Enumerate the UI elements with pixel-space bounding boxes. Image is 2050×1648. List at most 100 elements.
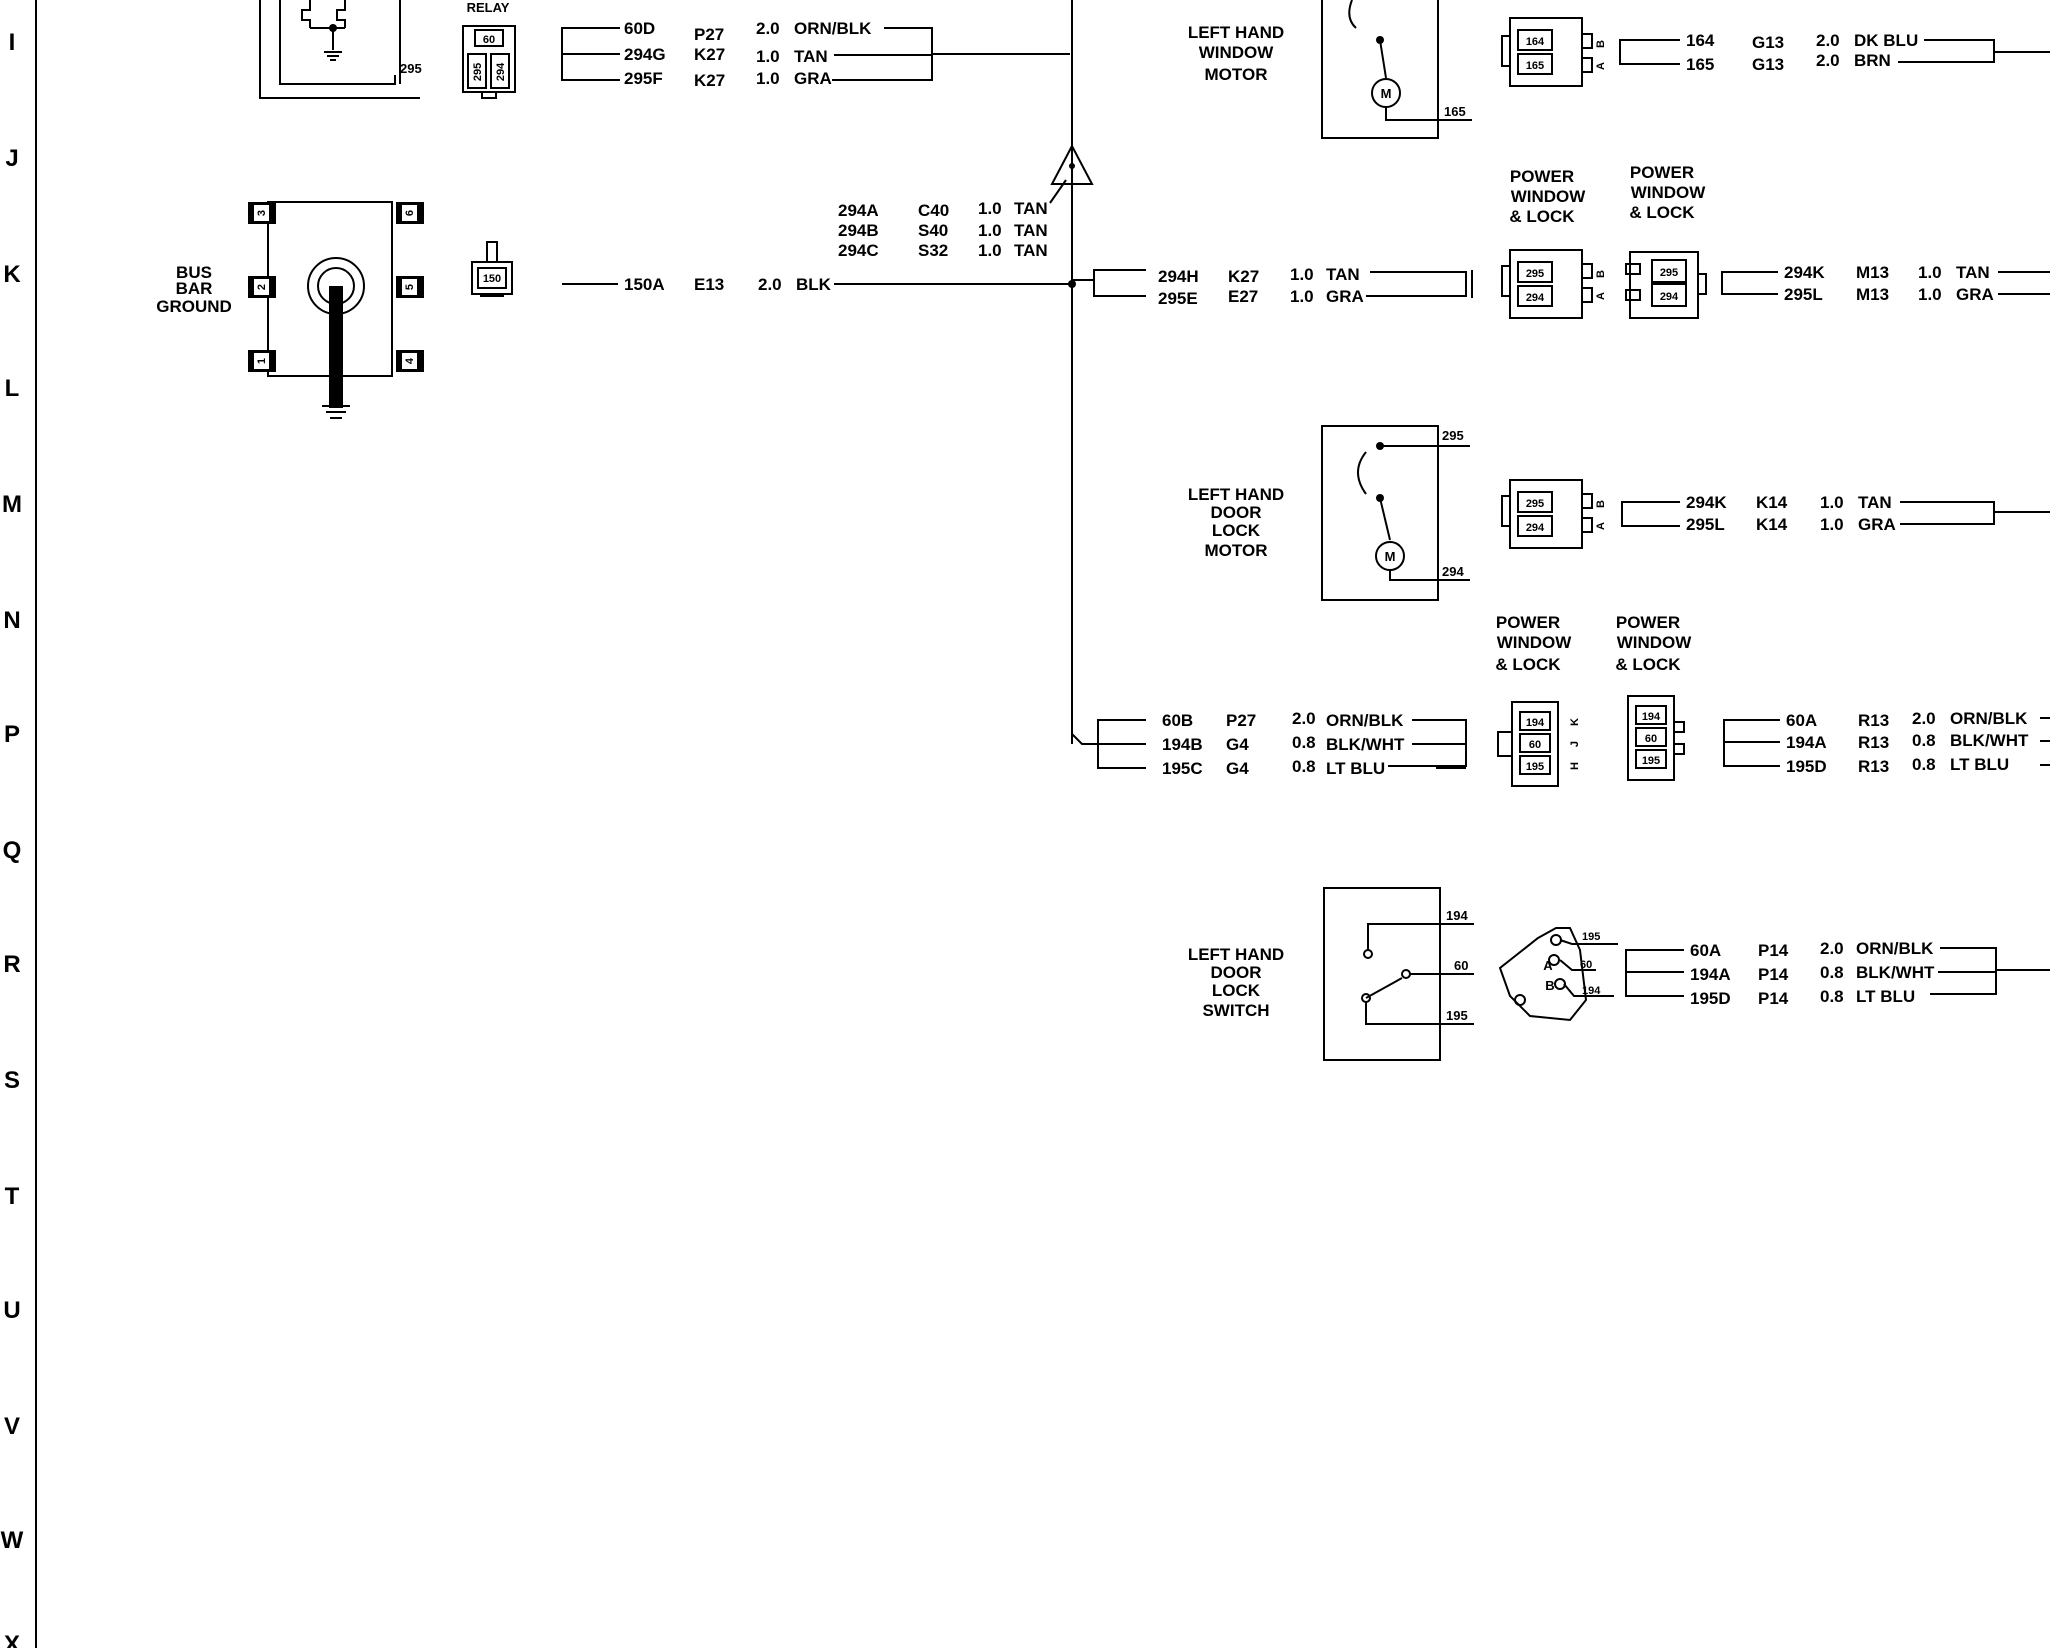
wire-gauge: 1.0 xyxy=(1290,287,1314,306)
pw2-connector: 194 60 195 K J H xyxy=(1497,701,1581,787)
row-label: M xyxy=(2,491,22,518)
wire-gauge: 1.0 xyxy=(1918,285,1942,304)
wire-location: K14 xyxy=(1756,515,1788,534)
component-label: POWER xyxy=(1630,163,1694,182)
wire-location: P14 xyxy=(1758,989,1789,1008)
wire-circuit: 164 xyxy=(1686,31,1715,50)
row-label: U xyxy=(3,1297,20,1324)
pw2-right-wire: 195D R13 0.8 LT BLU xyxy=(1786,755,2009,776)
bus-bar-ground: BUS BAR GROUND 3 6 2 5 1 4 xyxy=(156,201,1072,419)
wire-gauge: 2.0 xyxy=(756,19,780,38)
wire-circuit: 294K xyxy=(1784,263,1825,282)
component-label: POWER xyxy=(1496,613,1560,632)
wire-location: S32 xyxy=(918,241,948,260)
component-label: MOTOR xyxy=(1205,541,1268,560)
wire-color: TAN xyxy=(794,47,828,66)
row-label: R xyxy=(3,951,20,978)
connector-pin: 150 xyxy=(483,273,501,285)
wire-color: TAN xyxy=(1326,265,1360,284)
component-label: WINDOW xyxy=(1199,43,1275,62)
wire-color: TAN xyxy=(1014,199,1048,218)
wire-color: ORN/BLK xyxy=(794,19,872,38)
bus-bar-terminal: 5 xyxy=(404,284,416,290)
door-lock-motor-wire: 294K K14 1.0 TAN xyxy=(1686,493,1892,512)
pw2-right-wire: 60A R13 2.0 ORN/BLK xyxy=(1786,709,2028,730)
wire-gauge: 2.0 xyxy=(1816,31,1840,50)
row-label: V xyxy=(4,1413,20,1440)
power-window-lock-1: POWER WINDOW & LOCK POWER WINDOW & LOCK … xyxy=(1072,163,2050,319)
connector-letter: A xyxy=(1543,958,1553,973)
row-label: K xyxy=(3,261,21,288)
splice-wire: 294B S40 1.0 TAN xyxy=(838,221,1048,240)
component-label: POWER xyxy=(1616,613,1680,632)
wire-gauge: 1.0 xyxy=(1918,263,1942,282)
connector-letter: B xyxy=(1595,270,1607,278)
wire-location: P27 xyxy=(1226,711,1256,730)
wire-gauge: 0.8 xyxy=(1820,987,1844,1006)
relay-wire: 294G K27 1.0 TAN xyxy=(624,45,828,66)
ground-connector: 150 xyxy=(471,241,513,297)
bus-bar-terminal: 1 xyxy=(256,358,268,364)
wire-gauge: 0.8 xyxy=(1292,733,1316,752)
wire-circuit: 194A xyxy=(1786,733,1827,752)
connector-pin: 295 xyxy=(1526,498,1544,510)
wire-color: ORN/BLK xyxy=(1326,711,1404,730)
relay-wire: 295F K27 1.0 GRA xyxy=(624,69,832,90)
pw2-left-wire: 195C G4 0.8 LT BLU xyxy=(1162,757,1385,778)
wire-color: TAN xyxy=(1014,221,1048,240)
relay-pin-label: 295 xyxy=(472,63,484,81)
wire-color: TAN xyxy=(1014,241,1048,260)
wire-circuit: 194A xyxy=(1690,965,1731,984)
wire-circuit: 150A xyxy=(624,275,665,294)
wire-gauge: 2.0 xyxy=(1912,709,1936,728)
switch-connector: A B 195 60 194 xyxy=(1498,927,1618,1022)
wire-color: LT BLU xyxy=(1856,987,1915,1006)
relay-connector: 60 295 294 xyxy=(462,25,516,99)
window-motor-wire: 165 G13 2.0 BRN xyxy=(1686,51,1891,74)
door-lock-switch: LEFT HAND DOOR LOCK SWITCH 194 60 195 A … xyxy=(1188,887,2050,1061)
pw1-right-wire: 295L M13 1.0 GRA xyxy=(1784,285,1994,304)
wire-gauge: 2.0 xyxy=(758,275,782,294)
wire-color: GRA xyxy=(1326,287,1364,306)
relay-label: RELAY xyxy=(467,0,510,15)
row-label: S xyxy=(4,1067,20,1094)
wire-color: GRA xyxy=(794,69,832,88)
wire-color: TAN xyxy=(1956,263,1990,282)
connector-letter: B xyxy=(1595,40,1607,48)
wire-location: M13 xyxy=(1856,285,1889,304)
component-label: & LOCK xyxy=(1615,655,1681,674)
wire-gauge: 1.0 xyxy=(978,199,1002,218)
component-label: SWITCH xyxy=(1202,1001,1269,1020)
wire-gauge: 1.0 xyxy=(1820,515,1844,534)
pw1-connector: 295 294 B A xyxy=(1501,249,1607,319)
motor-icon: M xyxy=(1385,549,1396,564)
wire-location: E27 xyxy=(1228,287,1258,306)
wire-circuit: 295L xyxy=(1784,285,1823,304)
wire-circuit: 295E xyxy=(1158,289,1198,308)
connector-pin: 194 xyxy=(1582,985,1601,997)
wire-color: BLK xyxy=(796,275,832,294)
switch-pin-label: 195 xyxy=(1446,1008,1468,1023)
wire-color: LT BLU xyxy=(1326,759,1385,778)
connector-letter: B xyxy=(1545,978,1554,993)
component-label: POWER xyxy=(1510,167,1574,186)
wire-circuit: 295F xyxy=(624,69,663,88)
wire-circuit: 195D xyxy=(1690,989,1731,1008)
connector-pin: 295 xyxy=(1660,267,1678,279)
component-label: MOTOR xyxy=(1205,65,1268,84)
door-lock-motor: LEFT HAND DOOR LOCK MOTOR 295 M 294 295 … xyxy=(1188,425,2050,601)
wire-color: LT BLU xyxy=(1950,755,2009,774)
ground-wire: 150A E13 2.0 BLK xyxy=(624,275,832,294)
wire-gauge: 0.8 xyxy=(1912,731,1936,750)
wire-circuit: 60B xyxy=(1162,711,1193,730)
connector-pin: 294 xyxy=(1660,291,1679,303)
row-label: W xyxy=(1,1527,24,1554)
row-label: I xyxy=(9,29,16,56)
wire-circuit: 294A xyxy=(838,201,879,220)
wire-color: DK BLU xyxy=(1854,31,1918,50)
relay-pin-label: 295 xyxy=(400,61,422,76)
pw1-left-wire: 295E E27 1.0 GRA xyxy=(1158,287,1364,308)
wire-circuit: 60A xyxy=(1690,941,1721,960)
wire-location: K27 xyxy=(694,45,725,64)
